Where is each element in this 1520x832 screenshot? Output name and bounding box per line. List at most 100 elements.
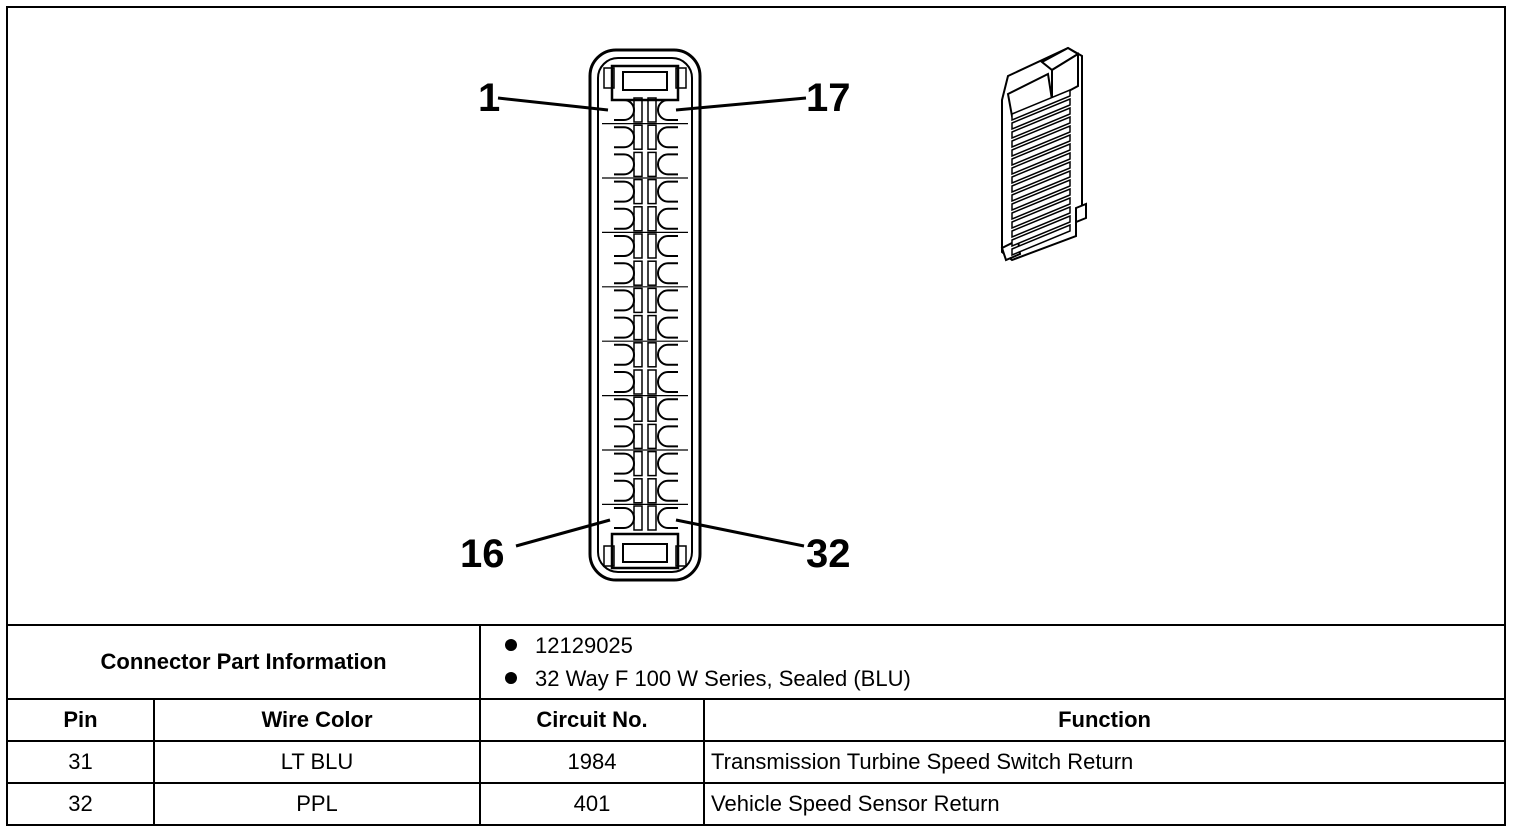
pin-cavity-30 [657,452,678,475]
connector-diagram-frame: 1 17 16 32 Connector Part Information 12… [6,6,1506,826]
cell-function: Transmission Turbine Speed Switch Return [703,740,1504,784]
pin-cavity-17 [657,99,678,121]
iso-rib [1011,196,1071,230]
cavity-lock [647,396,657,422]
iso-rib [1011,151,1071,185]
pin-label-32: 32 [806,532,851,576]
iso-rib [1011,88,1071,122]
cavity-lock [633,206,643,232]
pin-cavities [602,97,688,531]
header-wire-color: Wire Color [152,698,482,742]
cavity-lock [647,423,657,450]
connector-part-info-label: Connector Part Information [8,624,482,700]
pin-cavity-26 [657,343,678,366]
header-circuit-no: Circuit No. [479,698,706,742]
cavity-lock [633,260,643,286]
cavity-lock [633,423,643,450]
pin-cavity-18 [657,126,678,149]
pin-cavity-31 [657,479,678,502]
connector-figure: 1 17 16 32 [8,8,1504,624]
cell-circuit-no: 401 [479,782,706,824]
bullet-icon [505,672,518,684]
iso-rib [1011,223,1071,257]
cell-circuit-no: 1984 [479,740,706,784]
header-pin: Pin [8,698,155,742]
iso-rib [1011,169,1071,203]
cavity-lock [647,478,657,504]
leader-line-pin-16 [515,518,611,548]
iso-rib [1011,97,1071,131]
pin-cavity-25 [657,316,678,339]
iso-rib [1011,106,1071,140]
bottom-latch [603,532,687,570]
iso-rib [1011,214,1071,248]
leader-line-pin-17 [675,96,807,112]
cell-function: Vehicle Speed Sensor Return [703,782,1504,824]
table-header-row: Pin Wire Color Circuit No. Function [8,698,1504,742]
cavity-lock [633,450,643,477]
cavity-lock [647,151,657,178]
bullet-icon [505,639,518,651]
part-info-item: 32 Way F 100 W Series, Sealed (BLU) [487,662,1498,695]
cavity-lock [647,342,657,368]
cell-pin: 32 [8,782,155,824]
pin-cavity-27 [657,371,678,393]
header-function: Function [703,698,1504,742]
iso-rib [1011,205,1071,239]
pin-label-16: 16 [460,532,505,576]
connector-face-view [497,46,1087,582]
pin-cavity-29 [657,425,678,448]
cell-wire-color: LT BLU [152,740,482,784]
iso-rib [1011,124,1071,158]
cavity-lock [647,314,657,341]
cavity-lock [647,97,657,123]
cavity-lock [633,97,643,123]
pin-cavity-24 [657,289,678,312]
cavity-lock [633,478,643,504]
cavity-lock [633,505,643,531]
cell-wire-color: PPL [152,782,482,824]
connector-body-inner [597,57,693,573]
cavity-lock [647,369,657,395]
cavity-lock [647,178,657,205]
leader-line-pin-1 [497,96,609,112]
cavity-lock [633,287,643,314]
cavity-lock [647,505,657,531]
cavity-lock [647,450,657,477]
cavity-lock [633,369,643,395]
cavity-lock [633,233,643,259]
part-number: 12129025 [535,633,633,658]
iso-rib [1011,133,1071,167]
cavity-lock [633,314,643,341]
cavity-lock [633,342,643,368]
cavity-lock [633,396,643,422]
cavity-lock [633,151,643,178]
cavity-lock [647,124,657,150]
connector-description: 32 Way F 100 W Series, Sealed (BLU) [535,666,911,691]
iso-rib [1011,160,1071,194]
connector-pinout-table: Connector Part Information 12129025 32 W… [8,624,1504,824]
pin-cavity-28 [657,398,678,421]
table-row: 31 LT BLU 1984 Transmission Turbine Spee… [8,740,1504,784]
pin-cavity-32 [657,507,678,529]
part-info-item: 12129025 [487,629,1498,662]
pin-cavity-22 [657,235,678,257]
connector-body-outer [588,48,702,582]
cavity-lock [647,233,657,259]
iso-rib [1011,187,1071,221]
pin-label-1: 1 [478,76,501,120]
cavity-lock [633,124,643,150]
cavity-lock [647,287,657,314]
connector-part-info-values: 12129025 32 Way F 100 W Series, Sealed (… [479,624,1504,700]
cell-pin: 31 [8,740,155,784]
iso-rib [1011,142,1071,176]
connector-part-info-row: Connector Part Information 12129025 32 W… [8,624,1504,700]
cavity-lock [647,260,657,286]
table-row: 32 PPL 401 Vehicle Speed Sensor Return [8,782,1504,824]
connector-isometric-view [1000,46,1087,262]
cavity-lock [647,206,657,232]
iso-rib [1011,115,1071,149]
top-latch [603,64,687,102]
pin-label-17: 17 [806,76,851,120]
cavity-lock [633,178,643,205]
